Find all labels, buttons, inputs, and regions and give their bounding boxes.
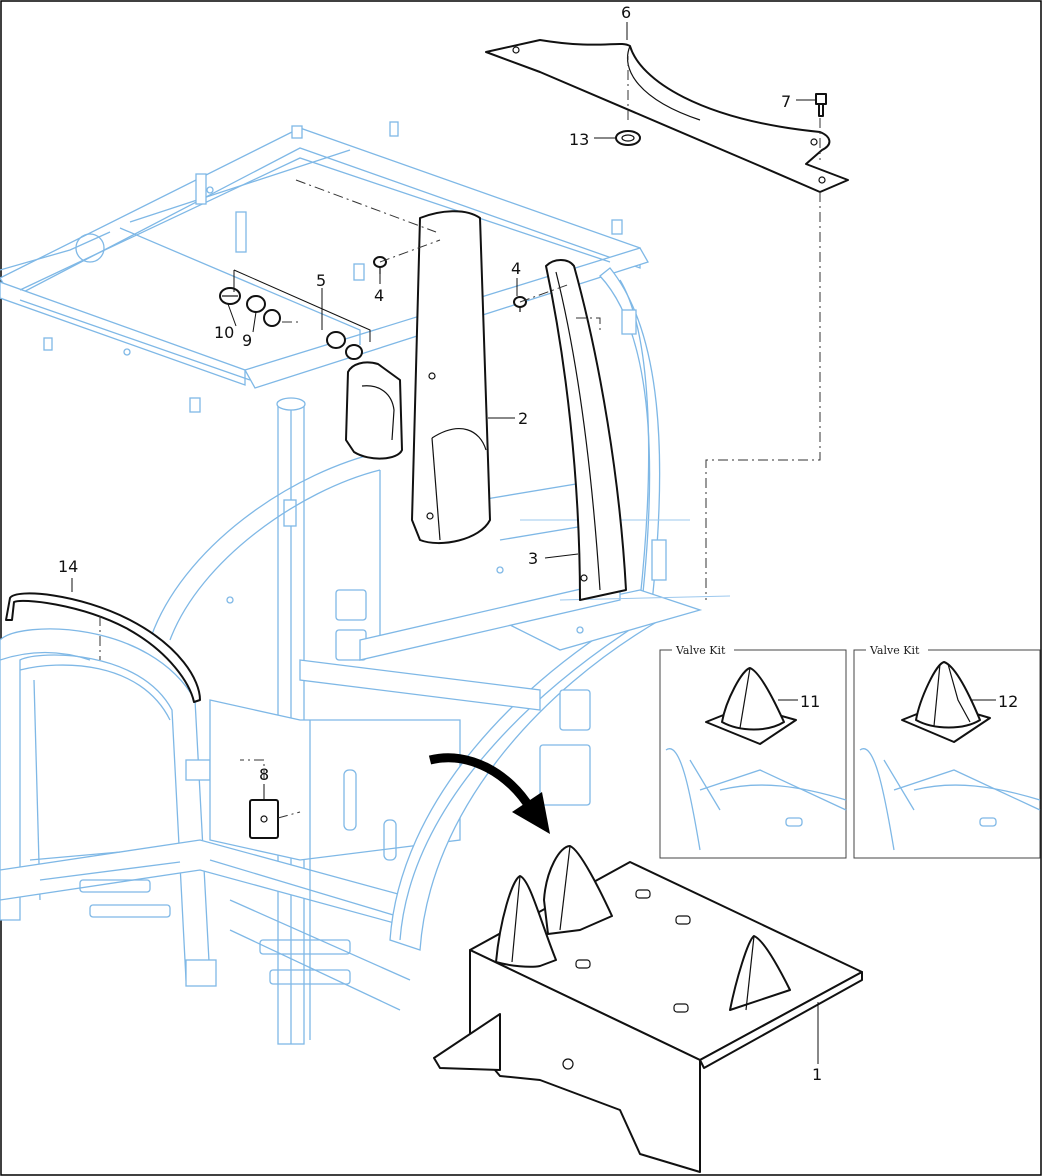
inset-left-title: Valve Kit bbox=[675, 644, 726, 657]
callout-12: 12 bbox=[998, 692, 1018, 711]
part-7-bolt bbox=[815, 93, 827, 117]
callout-11: 11 bbox=[800, 692, 820, 711]
part-9-seal bbox=[246, 295, 281, 327]
part-8-pad bbox=[249, 799, 279, 839]
part-2-pillar-trim bbox=[411, 210, 491, 544]
callout-10: 10 bbox=[214, 323, 234, 342]
inset-valve-kit-right: Valve Kit bbox=[853, 644, 1041, 859]
group-bracket-line bbox=[233, 269, 371, 342]
inset-right-title: Valve Kit bbox=[869, 644, 920, 657]
alignment-lines bbox=[99, 56, 821, 819]
leader-lines bbox=[71, 22, 996, 1064]
callout-14: 14 bbox=[58, 557, 78, 576]
callout-2: 2 bbox=[518, 409, 528, 428]
zoom-arrow bbox=[428, 753, 550, 834]
part-13-grommet bbox=[615, 130, 641, 146]
part-1-floor-panel bbox=[433, 845, 863, 1173]
callout-4-right: 4 bbox=[511, 259, 521, 278]
callout-13: 13 bbox=[569, 130, 589, 149]
callout-9: 9 bbox=[242, 331, 252, 350]
part-5-seal bbox=[326, 331, 346, 349]
inset-valve-kit-left: Valve Kit bbox=[659, 644, 847, 859]
part-4-clip-right bbox=[513, 296, 527, 312]
callout-4-left: 4 bbox=[374, 286, 384, 305]
part-6-roof-liner bbox=[485, 39, 849, 193]
callout-5: 5 bbox=[316, 271, 326, 290]
part-5-reservoir bbox=[345, 344, 403, 460]
part-10-cap bbox=[219, 287, 241, 305]
part-14-seal-strip bbox=[5, 592, 201, 703]
callout-7: 7 bbox=[781, 92, 791, 111]
part-3-rear-pillar-trim bbox=[545, 259, 627, 601]
callout-8: 8 bbox=[259, 765, 269, 784]
callout-6: 6 bbox=[621, 3, 631, 22]
callout-3: 3 bbox=[528, 549, 538, 568]
callout-1: 1 bbox=[812, 1065, 822, 1084]
